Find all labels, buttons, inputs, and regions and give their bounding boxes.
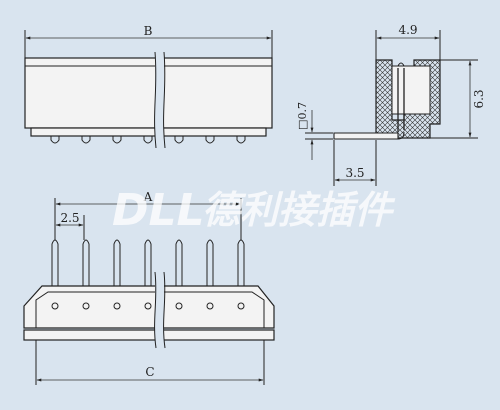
dim-b-label: B	[144, 24, 153, 38]
top-pin-tip	[205, 136, 215, 144]
side-pin-vertical	[397, 68, 405, 132]
bottom-break-left	[154, 271, 157, 349]
dim-a-label: A	[143, 190, 153, 204]
top-pin-tip	[236, 136, 246, 144]
bottom-holes	[51, 302, 245, 310]
dim-thick-label: □0.7	[296, 102, 309, 130]
side-pin-tip	[397, 62, 405, 67]
top-break-left	[154, 51, 157, 149]
dim-c-label: C	[145, 365, 154, 379]
bottom-pin	[175, 239, 183, 288]
bottom-break-right	[163, 271, 166, 349]
bottom-break-gap	[155, 270, 164, 350]
top-pin-tip	[174, 136, 184, 144]
bottom-pin-hole	[113, 302, 121, 310]
dim-lead-label: 3.5	[345, 166, 364, 180]
dim-pitch-label: 2.5	[60, 211, 79, 225]
bottom-housing-inner	[35, 291, 265, 328]
watermark-chinese: 德利接插件	[202, 188, 396, 232]
watermark-latin: DLL	[112, 185, 205, 236]
top-pin-tip	[143, 136, 153, 144]
bottom-pin	[206, 239, 214, 288]
bottom-pin-hole	[237, 302, 245, 310]
bottom-pin-hole	[175, 302, 183, 310]
top-base	[30, 127, 267, 137]
bottom-pin	[237, 239, 245, 288]
top-body	[24, 57, 273, 129]
side-view: 4.9 6.3 □0.7 3.5	[296, 23, 486, 186]
bottom-pin-hole	[82, 302, 90, 310]
top-pin-tip	[112, 136, 122, 144]
top-pins	[50, 136, 246, 144]
bottom-pin	[144, 239, 152, 288]
dim-height-label: 6.3	[472, 89, 486, 108]
bottom-pin-hole	[144, 302, 152, 310]
bottom-view: A 2.5 C	[23, 190, 275, 385]
top-break-right	[163, 51, 166, 149]
bottom-base	[23, 329, 275, 341]
top-pin-tip	[81, 136, 91, 144]
bottom-pins	[51, 239, 245, 288]
top-break-gap	[155, 50, 164, 150]
side-pin-lead	[333, 132, 399, 140]
bottom-pin	[113, 239, 121, 288]
bottom-pin-hole	[206, 302, 214, 310]
bottom-pin-hole	[51, 302, 59, 310]
top-pin-tip	[50, 136, 60, 144]
bottom-pin	[82, 239, 90, 288]
watermark: DLL 德利接插件	[112, 185, 396, 236]
top-view: B	[24, 24, 273, 150]
bottom-pin	[51, 239, 59, 288]
dim-width-label: 4.9	[398, 23, 417, 37]
side-pin-bend	[397, 131, 405, 140]
